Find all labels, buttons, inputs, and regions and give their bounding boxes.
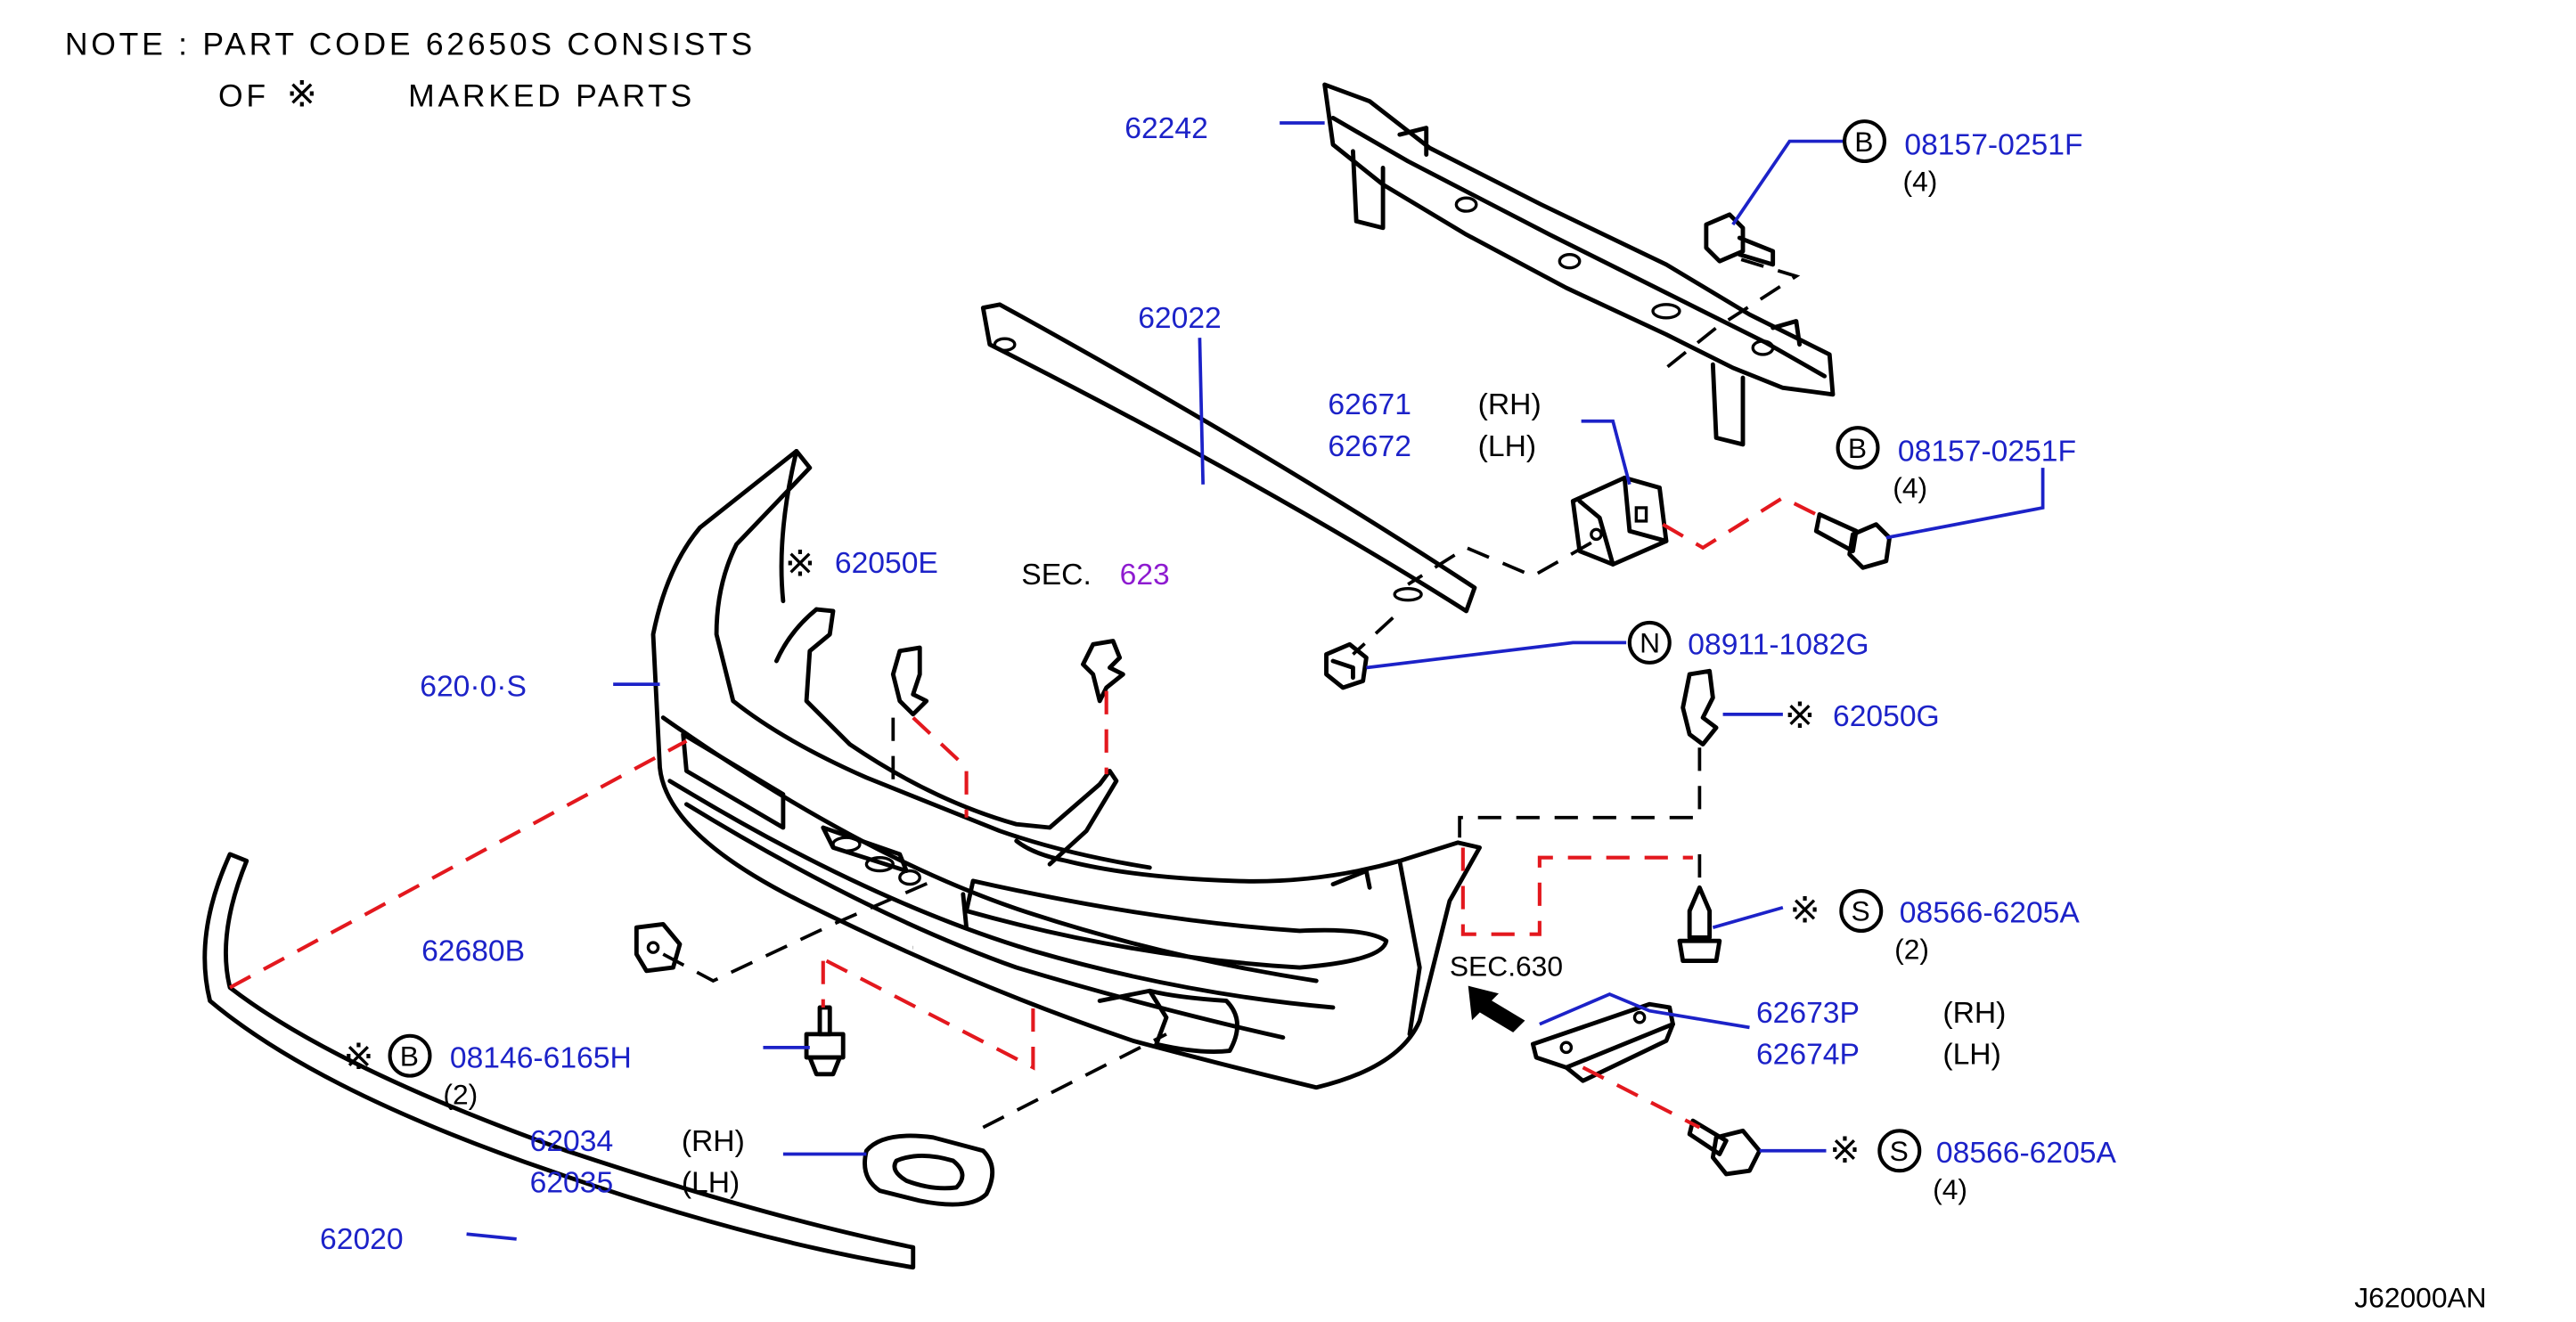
letter-circle-b — [1836, 426, 1880, 470]
kome-symbol: ※ — [1829, 1130, 1860, 1171]
label-62050E: 62050E — [835, 547, 938, 580]
label-sec623-number: 623 — [1120, 559, 1170, 592]
kome-symbol: ※ — [785, 543, 815, 584]
kome-symbol: ※ — [1789, 890, 1820, 931]
label-62672: 62672 — [1328, 430, 1411, 463]
label-sec630: SEC.630 — [1450, 950, 1563, 982]
label-62050G: 62050G — [1833, 700, 1940, 733]
label-62010: 620·0·S — [420, 670, 527, 703]
bolt-08157-upper-drawing — [1704, 212, 1776, 267]
label-62671-side: (RH) — [1478, 388, 1542, 421]
label-62680B: 62680B — [421, 935, 525, 968]
bracket-62673P-drawing — [1530, 1001, 1675, 1083]
clip-62680B-drawing — [634, 922, 683, 974]
clip-62050G-drawing — [1681, 668, 1719, 747]
letter-circle-b — [388, 1033, 432, 1078]
label-62022: 62022 — [1138, 302, 1222, 335]
label-08157-0251F-lower: 08157-0251F — [1898, 436, 2076, 469]
label-08157-upper-qty: (4) — [1903, 166, 1938, 198]
clip-sec623-drawing — [1081, 639, 1125, 704]
note-block: NOTE : PART CODE 62650S CONSISTS OF ※ MA… — [65, 26, 756, 114]
label-08157-lower-qty: (4) — [1893, 472, 1927, 504]
label-62034-side: (RH) — [682, 1125, 745, 1158]
letter-b: B — [1854, 126, 1873, 158]
label-08146-qty: (2) — [443, 1078, 478, 1110]
label-08157-0251F-upper: 08157-0251F — [1904, 129, 2082, 162]
label-62035: 62035 — [530, 1167, 614, 1200]
label-62672-side: (LH) — [1478, 430, 1536, 463]
label-62674P-side: (LH) — [1942, 1039, 2000, 1072]
letter-circle-b — [1843, 119, 1887, 164]
letter-circle-n — [1627, 620, 1672, 665]
labels: 62242 62022 62671 (RH) 62672 (LH) ※ 6205… — [320, 112, 2487, 1314]
note-line-2-prefix: OF — [218, 78, 269, 113]
kome-symbol: ※ — [287, 73, 321, 114]
clip-08911-drawing — [1324, 641, 1369, 690]
leader-lines — [466, 121, 2045, 1241]
label-62035-side: (LH) — [682, 1167, 740, 1200]
label-62034: 62034 — [530, 1125, 614, 1158]
letter-n: N — [1640, 627, 1660, 659]
spoiler-62020-drawing — [202, 852, 916, 1270]
guide-lines — [229, 257, 1818, 1130]
sec630-arrow — [1468, 985, 1525, 1032]
label-08566-6205A-upper: 08566-6205A — [1900, 897, 2081, 930]
diagram-code: J62000AN — [2354, 1282, 2486, 1314]
label-62020: 62020 — [320, 1223, 404, 1256]
bracket-62671-drawing — [1570, 475, 1669, 567]
letter-b: B — [400, 1040, 419, 1072]
kome-symbol: ※ — [343, 1036, 373, 1077]
letter-circle-s — [1877, 1129, 1922, 1173]
label-62674P: 62674P — [1756, 1039, 1860, 1072]
label-08566-upper-qty: (2) — [1894, 934, 1929, 966]
label-62671: 62671 — [1328, 388, 1411, 421]
reinforcement-62242-drawing — [1322, 82, 1836, 447]
absorber-62022-drawing — [980, 302, 1477, 614]
letter-s: S — [1890, 1135, 1909, 1167]
bolt-08146-drawing — [804, 1005, 846, 1077]
label-08911-1082G: 08911-1082G — [1688, 629, 1869, 662]
bumper-fascia-drawing — [650, 448, 1482, 1090]
label-62673P: 62673P — [1756, 997, 1860, 1030]
letter-circle-s — [1839, 889, 1884, 933]
label-08146-6165H: 08146-6165H — [450, 1041, 632, 1074]
clip-62050E-drawing — [890, 645, 929, 717]
finisher-62034-drawing — [863, 1133, 995, 1207]
label-62242: 62242 — [1124, 112, 1208, 145]
label-08566-lower-qty: (4) — [1933, 1173, 1967, 1205]
bolt-08157-lower-drawing — [1813, 512, 1892, 570]
label-sec623-prefix: SEC. — [1021, 559, 1092, 592]
screw-08566-upper-drawing — [1677, 885, 1722, 964]
label-08566-6205A-lower: 08566-6205A — [1936, 1137, 2117, 1170]
letter-b: B — [1848, 432, 1867, 464]
screw-08566-lower-drawing — [1687, 1118, 1762, 1177]
kome-symbol: ※ — [1785, 695, 1815, 736]
letter-s: S — [1852, 895, 1870, 927]
label-62673P-side: (RH) — [1942, 997, 2006, 1030]
note-line-2-suffix: MARKED PARTS — [408, 78, 695, 113]
note-line-1: NOTE : PART CODE 62650S CONSISTS — [65, 26, 756, 61]
